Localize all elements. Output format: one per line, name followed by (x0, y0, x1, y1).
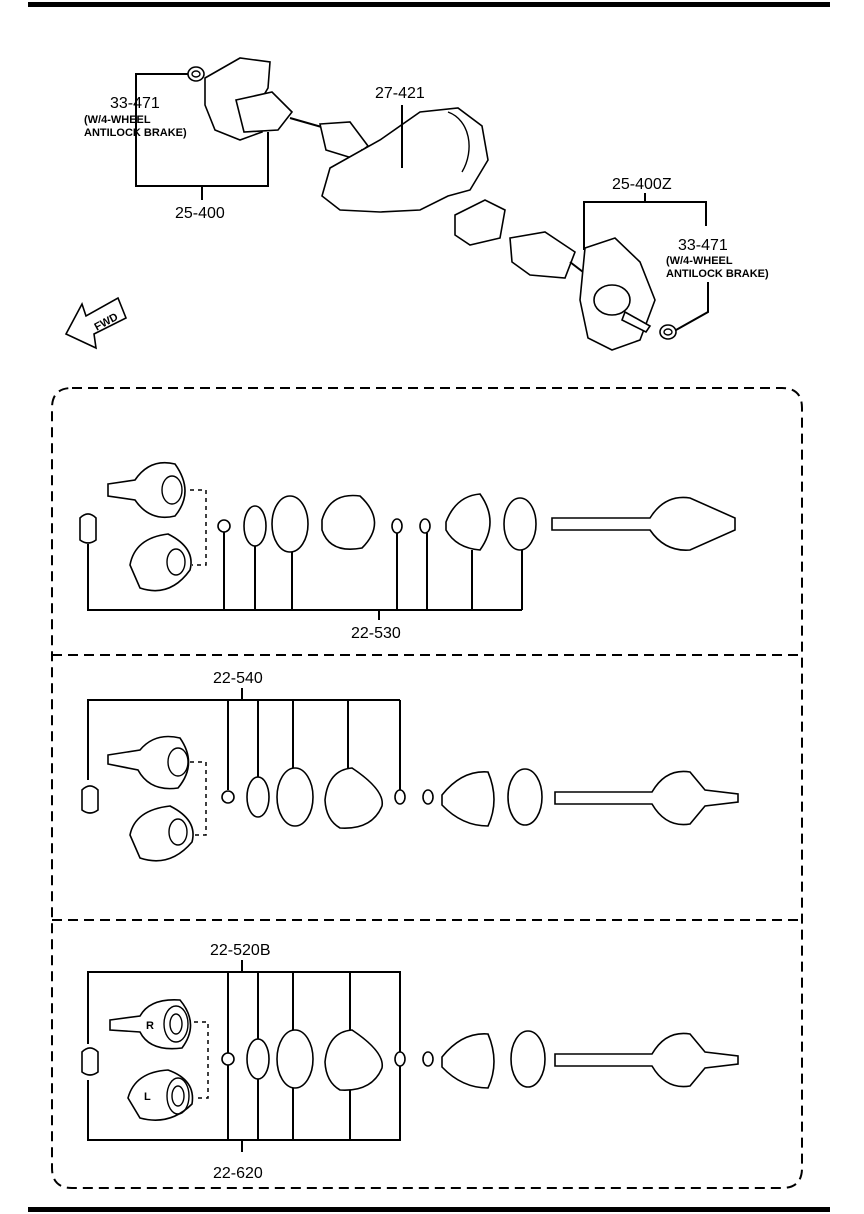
clamp-1 (394, 1051, 406, 1067)
circlip (221, 790, 235, 804)
boot-band-large (276, 767, 314, 827)
seal-right-code: 33-471 (678, 237, 728, 254)
circlip (221, 1052, 235, 1066)
outer-joint-upper (107, 461, 186, 519)
inner-boot (441, 771, 495, 827)
clamp-2 (419, 518, 431, 534)
clamp-1 (394, 789, 406, 805)
boot-band-small (503, 497, 537, 551)
panel-1-code: 22-530 (351, 625, 401, 642)
circlip (217, 519, 231, 533)
clamp-2 (422, 789, 434, 805)
grease-tube (81, 1047, 99, 1076)
right-abs-seal (659, 324, 677, 340)
clamp-2 (422, 1051, 434, 1067)
outer-boot (324, 767, 383, 829)
seal-left-note-1: (W/4-WHEEL (84, 114, 151, 126)
driveshaft (554, 770, 739, 826)
fwd-arrow (64, 296, 128, 350)
left-abs-seal (187, 66, 205, 82)
clip-code: 27-421 (375, 85, 425, 102)
outer-boot (321, 494, 376, 550)
kit-frame (51, 387, 803, 1189)
right-inner-boot (509, 231, 576, 279)
grease-tube (79, 513, 97, 544)
inner-boot (441, 1033, 495, 1089)
outer-joint-right (109, 999, 192, 1050)
right-hub (593, 284, 631, 316)
seal-ring (246, 776, 270, 818)
differential-case (321, 107, 489, 213)
driveshaft (554, 1032, 739, 1088)
side-right-label: R (146, 1020, 154, 1032)
outer-joint-left (127, 1069, 194, 1121)
panel-3-bottom-code: 22-620 (213, 1165, 263, 1182)
outer-joint-lower (129, 533, 192, 592)
top-assembly: FWD 33-471 (W/4-WHEEL ANTILOCK BRAKE) 25… (64, 57, 769, 351)
outer-joint-upper (107, 735, 190, 790)
seal-right-note-1: (W/4-WHEEL (666, 255, 733, 267)
driveshaft (551, 496, 736, 551)
seal-left-code: 33-471 (110, 95, 160, 112)
boot-band-small (507, 768, 543, 826)
panel-22-540: 22-540 (81, 670, 739, 862)
seal-left-note-2: ANTILOCK BRAKE) (84, 127, 187, 139)
outer-boot (324, 1029, 383, 1091)
seal-right-note-2: ANTILOCK BRAKE) (666, 268, 769, 280)
outer-joint-lower (129, 805, 194, 862)
clamp-1 (391, 518, 403, 534)
panel-3-code: 22-520B (210, 942, 271, 959)
panel-2-code: 22-540 (213, 670, 263, 687)
top-rule (28, 2, 830, 7)
diff-flange (454, 199, 506, 246)
boot-band-large (271, 495, 309, 553)
boot-band-small (510, 1030, 546, 1088)
boot-band-large (276, 1029, 314, 1089)
panel-22-530: 22-530 (79, 461, 736, 642)
side-left-label: L (144, 1091, 151, 1103)
seal-ring (246, 1038, 270, 1080)
left-outer-boot (235, 91, 294, 133)
panel-22-520B: 22-520B R L 22-620 (81, 942, 739, 1182)
seal-ring (243, 505, 267, 547)
inner-boot (445, 493, 491, 551)
bottom-rule (28, 1207, 830, 1212)
shaft-left-code: 25-400 (175, 205, 225, 222)
shaft-right-code: 25-400Z (612, 176, 672, 193)
grease-tube (81, 785, 99, 814)
